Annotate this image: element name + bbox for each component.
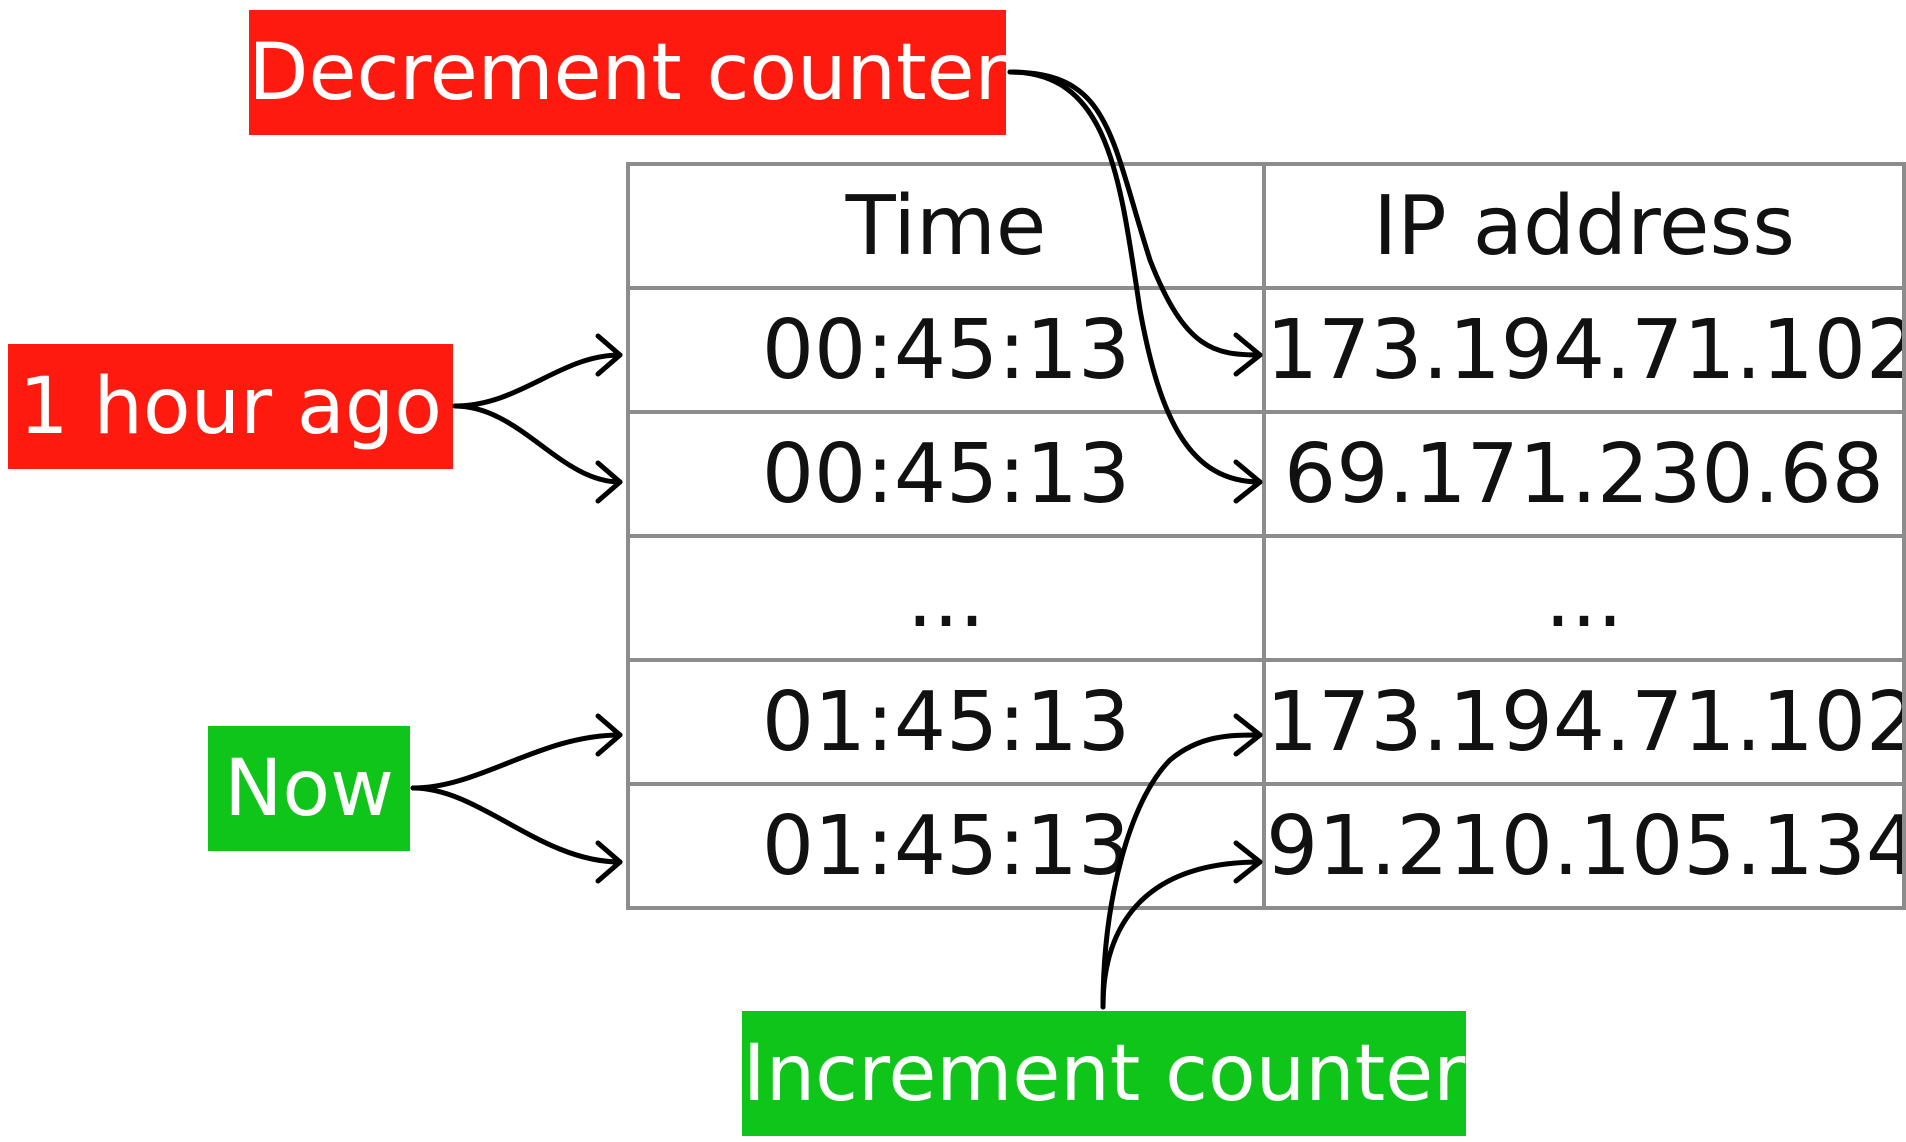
arrowhead bbox=[595, 713, 623, 757]
header-time: Time bbox=[626, 162, 1266, 290]
time-cell: 00:45:13 bbox=[626, 410, 1266, 538]
arrow-hour-to-row1 bbox=[452, 352, 623, 409]
arrow-now-to-row5 bbox=[410, 785, 623, 865]
decrement-counter-label: Decrement counter bbox=[248, 10, 1007, 135]
ip-cell: 69.171.230.68 bbox=[1262, 410, 1906, 538]
table-header-row: Time IP address bbox=[626, 162, 1906, 290]
time-cell: 01:45:13 bbox=[626, 782, 1266, 910]
arrow-now-to-row4 bbox=[410, 732, 623, 791]
ip-cell: 173.194.71.102 bbox=[1262, 658, 1906, 786]
arrow-hour-to-row2 bbox=[452, 403, 623, 485]
time-cell: 00:45:13 bbox=[626, 286, 1266, 414]
table-row: 00:45:13 69.171.230.68 bbox=[626, 410, 1906, 538]
arrowhead bbox=[595, 460, 623, 504]
table-row: ... ... bbox=[626, 534, 1906, 662]
time-cell: 01:45:13 bbox=[626, 658, 1266, 786]
request-log-table: Time IP address 00:45:13 173.194.71.102 … bbox=[626, 162, 1906, 910]
table-row: 00:45:13 173.194.71.102 bbox=[626, 286, 1906, 414]
ellipsis-cell: ... bbox=[626, 534, 1266, 662]
arrowhead bbox=[595, 840, 623, 884]
header-ip-address: IP address bbox=[1262, 162, 1906, 290]
ip-cell: 91.210.105.134 bbox=[1262, 782, 1906, 910]
table-row: 01:45:13 91.210.105.134 bbox=[626, 782, 1906, 910]
ip-cell: 173.194.71.102 bbox=[1262, 286, 1906, 414]
increment-counter-label: Increment counter bbox=[742, 1011, 1466, 1136]
arrowhead bbox=[595, 333, 623, 377]
now-label: Now bbox=[208, 726, 410, 851]
ellipsis-cell: ... bbox=[1262, 534, 1906, 662]
one-hour-ago-label: 1 hour ago bbox=[8, 344, 453, 469]
table-row: 01:45:13 173.194.71.102 bbox=[626, 658, 1906, 786]
